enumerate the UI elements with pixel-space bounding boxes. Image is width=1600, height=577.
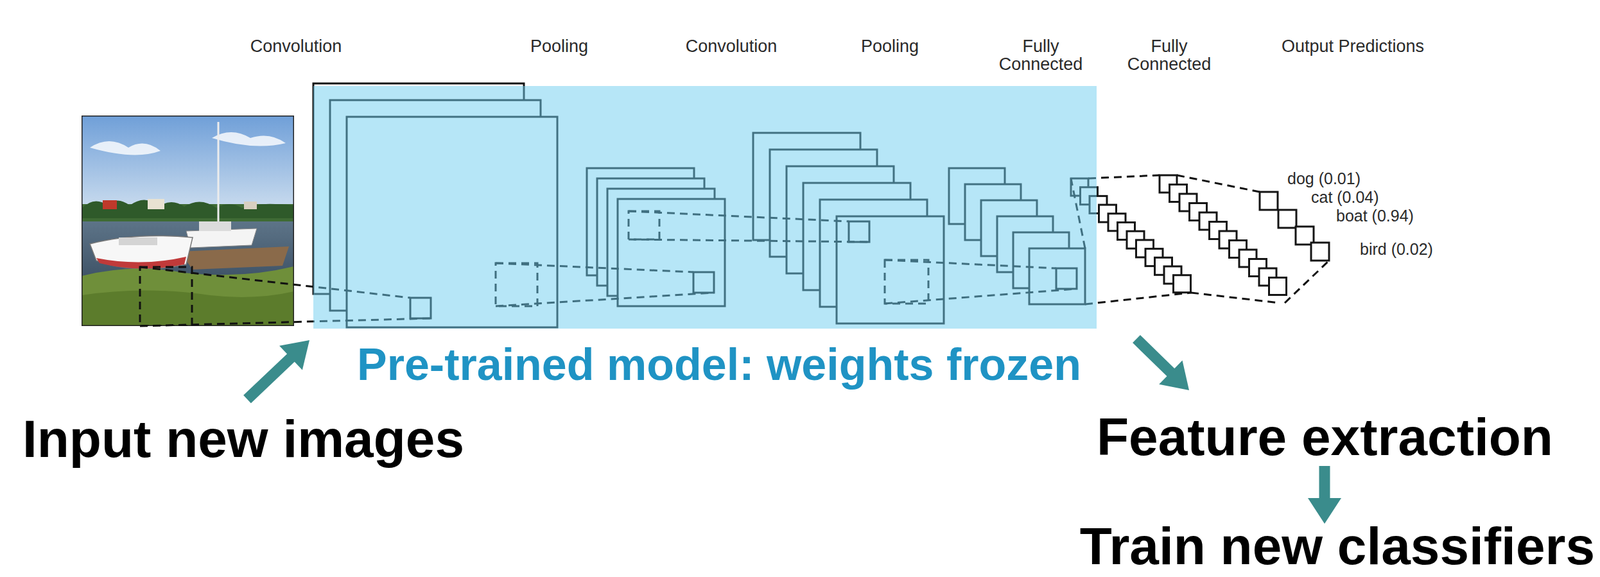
arrow-shaft	[1136, 339, 1172, 374]
drawing-part	[81, 115, 295, 327]
feature-map	[1269, 278, 1287, 296]
drawing-part	[89, 236, 193, 270]
layer-label: Pooling	[462, 37, 656, 56]
drawing-part	[139, 267, 192, 327]
frozen-model-band: Pre-trained model: weights frozen	[313, 86, 1097, 329]
drawing-part	[217, 121, 220, 238]
feature-map	[1278, 209, 1297, 228]
drawing-part	[199, 221, 232, 232]
drawing-part	[89, 141, 161, 155]
class-score: boat (0.94)	[1336, 207, 1414, 225]
drawing-part	[102, 200, 117, 210]
class-score: bird (0.02)	[1359, 240, 1434, 258]
step-label: Input new images	[22, 412, 465, 466]
dashed-line	[1088, 175, 1160, 179]
drawing-part	[147, 199, 165, 210]
layer-label: Fully Connected	[992, 37, 1089, 74]
drawing-part	[81, 199, 295, 219]
drawing-part	[81, 266, 295, 327]
layer-label: Output Predictions	[1256, 37, 1450, 56]
arrow-head	[279, 340, 310, 370]
class-score: cat (0.04)	[1311, 188, 1380, 206]
feature-map	[1311, 242, 1330, 261]
dashed-line	[1191, 292, 1280, 304]
step-label: Train new classifiers	[1079, 520, 1595, 573]
drawing-part	[118, 237, 158, 246]
band-heading: Pre-trained model: weights frozen	[356, 342, 1082, 388]
drawing-part	[186, 228, 257, 248]
feature-map	[1259, 191, 1278, 210]
drawing-part	[179, 246, 289, 270]
dashed-line	[1284, 260, 1330, 304]
drawing-part	[243, 201, 257, 210]
layer-label: Convolution	[634, 37, 828, 56]
feature-map	[1173, 275, 1192, 293]
dashed-line	[1085, 292, 1192, 305]
class-score: dog (0.01)	[1287, 170, 1361, 187]
layer-label: Pooling	[793, 37, 987, 56]
boat-photo	[81, 115, 295, 327]
step-label: Feature extraction	[1096, 410, 1554, 464]
layer-label: Convolution	[199, 37, 393, 56]
drawing-part	[81, 115, 295, 225]
arrow-shaft	[1319, 466, 1331, 500]
arrow-shaft	[247, 356, 292, 400]
drawing-part	[81, 290, 295, 327]
layer-label: Fully Connected	[1121, 37, 1218, 74]
arrow-head	[1158, 360, 1190, 391]
drawing-part	[211, 132, 286, 147]
dashed-line	[1176, 175, 1260, 192]
